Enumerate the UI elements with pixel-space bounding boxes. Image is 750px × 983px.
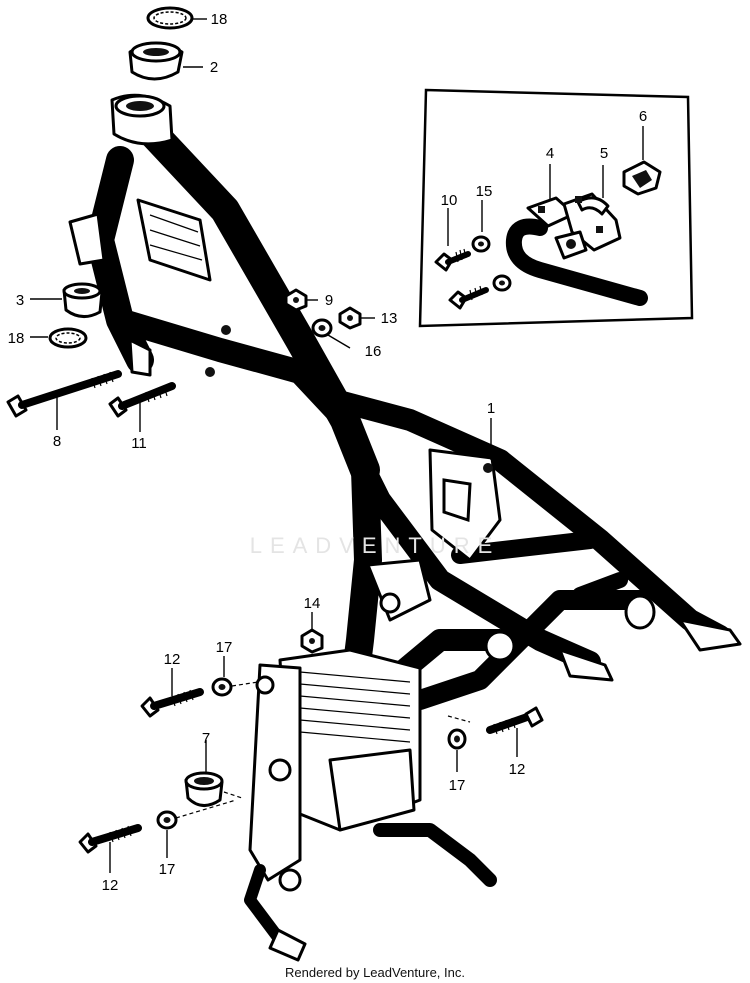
callout-2: 2 bbox=[210, 59, 218, 76]
callout-17-left-upper: 17 bbox=[216, 639, 233, 656]
steel-ball-ring-lower bbox=[48, 327, 88, 349]
callout-1: 1 bbox=[487, 400, 495, 417]
callout-18-lower: 18 bbox=[8, 330, 25, 347]
washer-17-right bbox=[447, 728, 467, 750]
washer-16 bbox=[311, 318, 333, 338]
bolt-8 bbox=[6, 370, 122, 418]
callout-4: 4 bbox=[546, 145, 554, 162]
bolt-12-left-lower bbox=[78, 824, 142, 854]
callout-11: 11 bbox=[131, 435, 147, 452]
lower-race bbox=[62, 282, 104, 318]
motorcycle-frame bbox=[68, 93, 742, 962]
callout-3: 3 bbox=[16, 292, 24, 309]
bearing-race-cone bbox=[128, 41, 184, 81]
nut-9 bbox=[284, 288, 308, 312]
callout-7: 7 bbox=[202, 730, 210, 747]
callout-12-left-lower: 12 bbox=[102, 877, 119, 894]
bolt-11 bbox=[108, 382, 176, 418]
bolt-10-upper bbox=[434, 248, 471, 272]
callout-8: 8 bbox=[53, 433, 61, 450]
bolt-10-lower bbox=[448, 285, 489, 310]
nut-13 bbox=[338, 306, 362, 330]
inset-box: 10 15 4 5 6 bbox=[418, 88, 694, 328]
callout-10: 10 bbox=[441, 192, 458, 209]
callout-14: 14 bbox=[304, 595, 321, 612]
callout-5: 5 bbox=[600, 145, 608, 162]
bolt-12-right bbox=[486, 706, 544, 735]
callout-12-left-upper: 12 bbox=[164, 651, 181, 668]
bearing-7 bbox=[184, 771, 224, 807]
clamp-bracket bbox=[526, 192, 622, 260]
nut-14 bbox=[300, 628, 324, 654]
bolt-12-left-upper bbox=[140, 688, 204, 718]
callout-18-top: 18 bbox=[211, 11, 228, 28]
callout-17-right: 17 bbox=[449, 777, 466, 794]
callout-6: 6 bbox=[639, 108, 647, 125]
callout-17-left-lower: 17 bbox=[159, 861, 176, 878]
footer-credit: Rendered by LeadVenture, Inc. bbox=[285, 965, 465, 980]
callout-16: 16 bbox=[365, 343, 382, 360]
rubber-cap bbox=[622, 160, 662, 196]
callout-12-right: 12 bbox=[509, 761, 526, 778]
callout-13: 13 bbox=[381, 310, 398, 327]
skid-hatching bbox=[299, 671, 411, 743]
washer-17-left-upper bbox=[211, 677, 233, 697]
steel-ball-ring-top bbox=[146, 6, 194, 30]
callout-9: 9 bbox=[325, 292, 333, 309]
washer-17-left-lower bbox=[156, 810, 178, 830]
callout-15: 15 bbox=[476, 183, 493, 200]
